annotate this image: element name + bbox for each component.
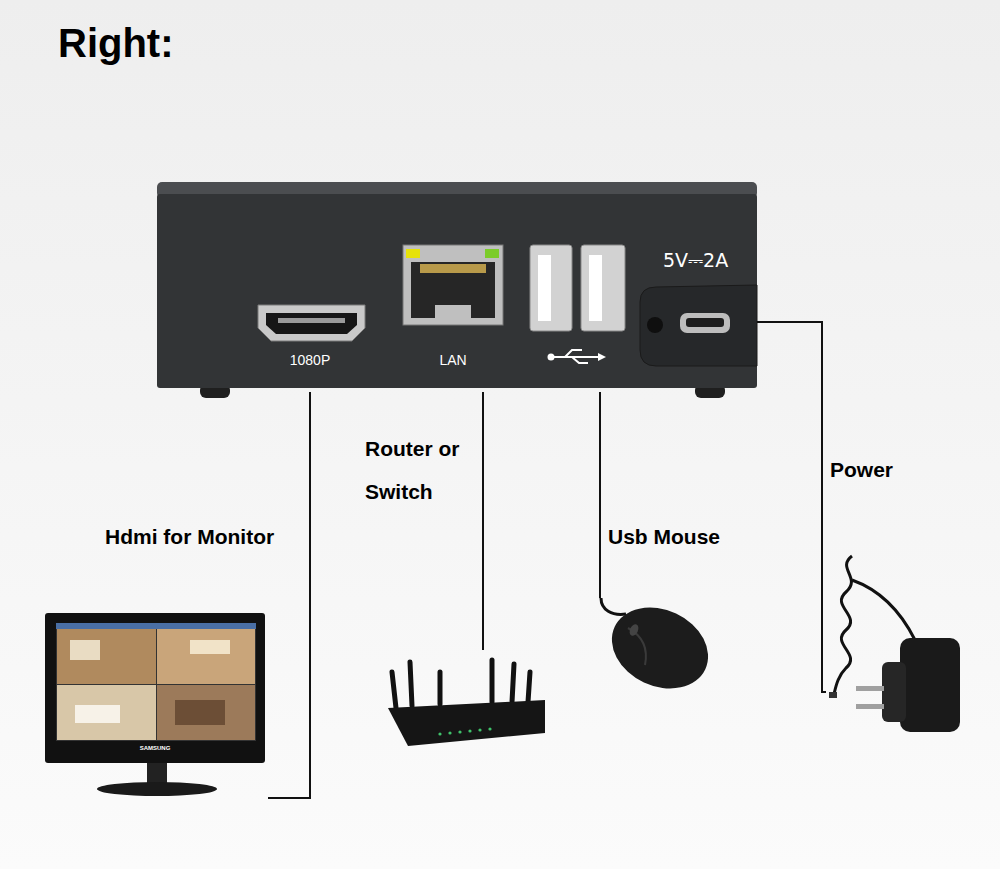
router-box: Router or Switch	[385, 650, 545, 748]
adapter-cable	[852, 580, 915, 640]
cable-line	[482, 392, 484, 650]
monitor-box: Hdmi for MonitorSAMSUNG	[42, 610, 268, 800]
router-antenna	[410, 662, 412, 706]
lan-port	[403, 245, 503, 325]
camera-view	[57, 685, 156, 740]
lan-latch	[435, 305, 471, 318]
room-detail	[190, 640, 230, 654]
router-antenna	[438, 672, 443, 704]
hdmi-pins	[278, 318, 345, 323]
adapter-cable	[834, 556, 852, 694]
hdmi-port	[258, 305, 365, 341]
screen-toolbar	[56, 623, 256, 629]
usb-port	[581, 245, 625, 331]
micro-usb-slot	[686, 318, 724, 327]
device-label: Router or Switch	[365, 427, 479, 513]
router-antenna	[512, 664, 514, 702]
camera-view	[157, 629, 255, 684]
router-leds	[438, 727, 491, 735]
mouse-body	[599, 592, 722, 703]
mini-pc	[157, 182, 757, 398]
mouse	[599, 592, 722, 703]
usb-tongue	[538, 255, 551, 321]
router-antenna	[528, 672, 530, 702]
mouse-wheel	[628, 623, 640, 637]
lan-led	[406, 249, 420, 258]
cable-line	[757, 322, 826, 692]
usb-symbol-dot	[548, 354, 555, 361]
router-led	[468, 729, 471, 732]
router-antenna	[392, 672, 396, 708]
room-detail	[70, 640, 100, 660]
adapter-box: Power	[826, 552, 965, 740]
router-led	[458, 730, 461, 733]
adapter-prong	[856, 686, 884, 691]
lan-port-slot	[411, 262, 495, 318]
monitor	[45, 613, 265, 796]
usb-symbol	[553, 350, 598, 363]
hdmi-port-slot	[266, 313, 357, 334]
camera-view	[157, 685, 255, 740]
brand-label: SAMSUNG	[140, 745, 171, 752]
power-adapter	[829, 556, 960, 732]
power-rating: 5V⎓2A	[663, 249, 728, 271]
micro-usb-port	[680, 313, 730, 333]
adapter-plug	[829, 692, 837, 698]
usb-symbol-branch	[565, 350, 582, 357]
monitor-screen	[56, 623, 256, 741]
reset-hole	[647, 317, 663, 333]
device-label: Usb Mouse	[608, 525, 720, 549]
adapter-plate	[882, 662, 906, 722]
monitor-neck	[147, 763, 167, 785]
usb-symbol-head	[598, 353, 606, 361]
monitor-base	[97, 782, 217, 796]
adapter-prong	[856, 704, 884, 709]
diagram-title: Right:	[58, 20, 174, 66]
mouse-cable	[601, 598, 626, 614]
mini-pc-box: 1080P LAN 5V⎓2A	[157, 182, 757, 392]
router-antenna	[490, 660, 495, 702]
cable-line	[268, 392, 310, 798]
device-label: Power	[830, 458, 893, 482]
port-label: LAN	[439, 352, 466, 368]
cable-line	[599, 392, 601, 598]
camera-view	[57, 629, 156, 684]
device-label: Hdmi for Monitor	[105, 525, 274, 549]
power-panel	[640, 285, 757, 366]
adapter-body	[900, 638, 960, 732]
router-led	[448, 731, 451, 734]
lan-led	[485, 249, 499, 258]
lan-contacts	[420, 264, 486, 273]
port-label: 1080P	[290, 352, 330, 368]
device-body	[157, 194, 757, 388]
usb-symbol-stem	[553, 356, 598, 358]
router	[392, 660, 530, 708]
room-detail	[175, 700, 225, 725]
router-led	[478, 728, 481, 731]
mouse-box: Usb Mouse	[595, 598, 720, 695]
usb-tongue	[589, 255, 602, 321]
monitor-bezel	[45, 613, 265, 763]
router-body	[388, 700, 545, 746]
room-detail	[75, 705, 120, 723]
router-led	[488, 727, 491, 730]
usb-symbol-branch	[572, 357, 588, 363]
usb-port	[530, 245, 572, 331]
router-led	[438, 732, 441, 735]
